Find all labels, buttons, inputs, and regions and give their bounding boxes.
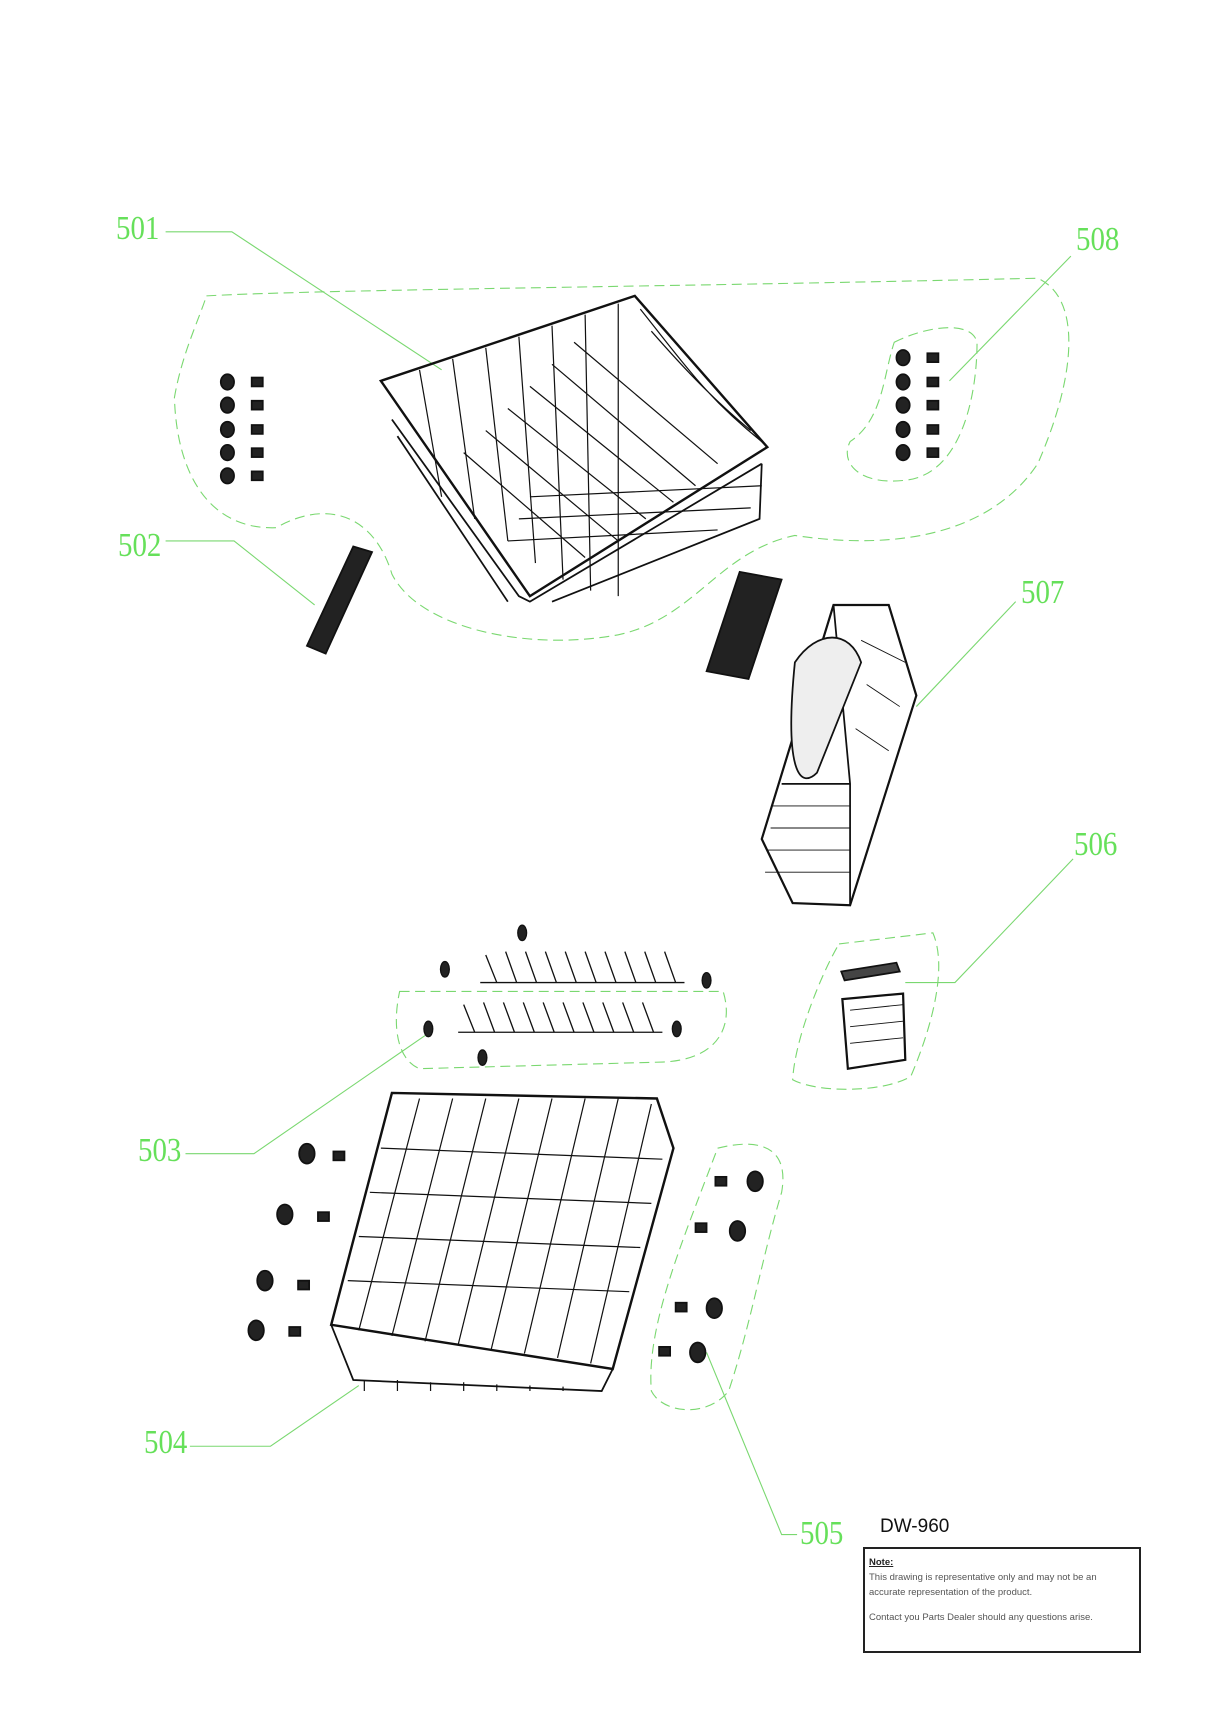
callout-507: 507 bbox=[1021, 574, 1065, 611]
small-basket-outline bbox=[792, 932, 940, 1090]
note-line-1: This drawing is representative only and … bbox=[869, 1572, 1097, 1598]
callout-504: 504 bbox=[144, 1424, 188, 1461]
callout-502: 502 bbox=[118, 527, 162, 564]
upper-group-outline bbox=[173, 277, 1070, 641]
tine-rack-outline bbox=[395, 990, 727, 1070]
lower-basket bbox=[329, 1091, 675, 1392]
model-number: DW-960 bbox=[880, 1516, 950, 1537]
callout-508: 508 bbox=[1076, 221, 1120, 258]
lower-wheels-outline bbox=[650, 1143, 784, 1411]
callout-505: 505 bbox=[800, 1515, 844, 1552]
note-box: Note: This drawing is representative onl… bbox=[863, 1547, 1141, 1653]
right-rail bbox=[705, 570, 783, 680]
upper-basket bbox=[378, 294, 770, 603]
note-heading: Note: bbox=[869, 1557, 894, 1568]
note-line-2: Contact you Parts Dealer should any ques… bbox=[869, 1612, 1093, 1623]
callout-501: 501 bbox=[116, 210, 160, 247]
tine-rows bbox=[423, 924, 712, 1067]
cutlery-basket bbox=[760, 603, 918, 907]
upper-left-wheels bbox=[219, 373, 264, 485]
small-basket bbox=[840, 961, 907, 1070]
left-rail bbox=[305, 545, 374, 655]
callout-503: 503 bbox=[138, 1132, 182, 1169]
callout-506: 506 bbox=[1074, 826, 1118, 863]
lower-wheels bbox=[247, 1142, 764, 1364]
right-wheels-outline bbox=[846, 327, 978, 482]
upper-right-wheels bbox=[895, 349, 940, 462]
